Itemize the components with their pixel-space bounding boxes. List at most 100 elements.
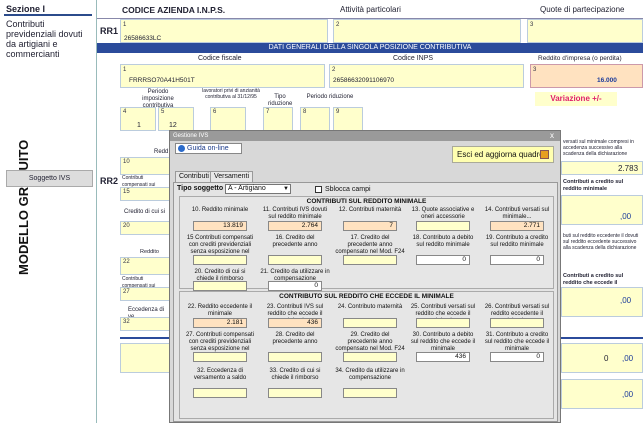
- field-input[interactable]: [343, 318, 397, 328]
- field-label: 11. Contributi IVS dovuti sul reddito mi…: [262, 207, 328, 220]
- reddito-value: 16.000: [597, 77, 617, 84]
- rr2-right-bottom-field-2[interactable]: ,00: [561, 379, 643, 409]
- rr2-right-field-3[interactable]: ,00: [561, 287, 643, 317]
- form-header: CODICE AZIENDA I.N.P.S. Attività partico…: [97, 0, 643, 19]
- sblocca-checkbox[interactable]: [315, 186, 322, 193]
- tipo-soggetto-select[interactable]: A - Artigiano ▼: [225, 184, 291, 194]
- field-label: 24. Contributo maternità: [337, 304, 403, 310]
- field-input[interactable]: [193, 388, 247, 398]
- row-field-8[interactable]: 8: [300, 107, 330, 131]
- field-input[interactable]: [416, 221, 470, 231]
- field-input[interactable]: 0: [490, 255, 544, 265]
- field-label: 33. Credito di cui si chiede il rimborso: [269, 368, 321, 381]
- codice-inps-value: 26586632091106970: [333, 77, 394, 84]
- codice-inps-label: Codice INPS: [393, 55, 434, 62]
- field-input[interactable]: 0: [416, 255, 470, 265]
- field-label: 29. Credito del precedente anno compensa…: [335, 332, 405, 352]
- field-label: 28. Credito del precedente anno: [272, 332, 318, 345]
- field-input[interactable]: 13.819: [193, 221, 247, 231]
- row-field-5[interactable]: 5 12: [158, 107, 194, 131]
- esci-aggiorna-button[interactable]: Esci ed aggiorna quadro: [452, 146, 554, 163]
- periodo-imposizione-label: Periodo imposizione contributiva: [142, 89, 174, 109]
- field-label: 21. Credito da utilizzare in compensazio…: [260, 269, 330, 282]
- rr2-field-32[interactable]: 32: [120, 317, 170, 331]
- row-field-4[interactable]: 4 1: [120, 107, 156, 131]
- field-label: 20. Credito di cui si chiede il rimborso: [194, 269, 246, 282]
- tab-contributi[interactable]: Contributi: [175, 171, 213, 182]
- field-input[interactable]: 436: [416, 352, 470, 362]
- quote-field[interactable]: 3: [527, 19, 643, 43]
- field-input[interactable]: 2.181: [193, 318, 247, 328]
- rr2-field-20[interactable]: 20: [120, 221, 170, 235]
- rr2-left-label-3: Credito di cui si: [124, 209, 166, 215]
- field-input[interactable]: [268, 255, 322, 265]
- rr2-right-field-1[interactable]: 2.783: [561, 161, 643, 175]
- field-label: 19. Contributo a credito sul reddito min…: [485, 235, 549, 248]
- field-input[interactable]: [268, 388, 322, 398]
- attivita-field[interactable]: 2: [333, 19, 521, 43]
- lavoratori-label: lavoratori privi di anzianità contributi…: [202, 88, 260, 100]
- field-input[interactable]: 0: [268, 281, 322, 291]
- codice-azienda-field[interactable]: 1 26586633LC: [120, 19, 328, 43]
- field-input[interactable]: [416, 318, 470, 328]
- rr2-left-column: Redd 10 Contributi compensati sui credit…: [120, 133, 170, 423]
- attivita-label: Attività particolari: [340, 5, 401, 14]
- field-label: 30. Contributo a debito sul reddito che …: [410, 332, 476, 352]
- codice-fiscale-field[interactable]: 1 FRRRSO70A41H501T: [120, 64, 325, 88]
- sidebar: Sezione I Contributi previdenziali dovut…: [0, 0, 97, 423]
- field-label: 14. Contributi versati sul minimale...: [484, 207, 550, 220]
- field-label: 16. Credito del precedente anno: [272, 235, 318, 248]
- field-label: 12. Contributi maternità: [338, 207, 402, 213]
- field-input[interactable]: 436: [268, 318, 322, 328]
- codice-azienda-label: CODICE AZIENDA I.N.P.S.: [122, 5, 226, 15]
- rr2-field-22[interactable]: 22: [120, 257, 170, 275]
- field-input[interactable]: 7: [343, 221, 397, 231]
- field-input[interactable]: [193, 255, 247, 265]
- rr2-field-27[interactable]: 27: [120, 287, 170, 301]
- guida-online-button[interactable]: Guida on-line: [175, 143, 242, 154]
- tab-versamenti[interactable]: Versamenti: [210, 171, 254, 182]
- codice-fiscale-label: Codice fiscale: [198, 55, 242, 62]
- vertical-title: MODELLO GRATUITO: [16, 139, 31, 275]
- field-input[interactable]: 2.771: [490, 221, 544, 231]
- contributi-panel: Tipo soggetto A - Artigiano ▼ Sblocca ca…: [173, 182, 558, 422]
- section1-title: CONTRIBUTI SUL REDDITO MINIMALE: [306, 198, 427, 205]
- rr2-right-text-1: versati sul minimale compresi in acceden…: [563, 139, 634, 157]
- field-input[interactable]: [193, 352, 247, 362]
- field-input[interactable]: [268, 352, 322, 362]
- soggetto-ivs-button[interactable]: Soggetto IVS: [6, 170, 93, 187]
- exit-door-icon: [540, 150, 549, 159]
- rr1-label: RR1: [100, 26, 119, 36]
- field-input[interactable]: 2.764: [268, 221, 322, 231]
- field-label: 34. Credito da utilizzare in compensazio…: [335, 368, 405, 381]
- rr2-right-bottom-field[interactable]: 0 ,00: [561, 343, 643, 373]
- field-input[interactable]: [193, 281, 247, 291]
- row-field-7[interactable]: 7: [263, 107, 293, 131]
- section-subtitle: Contributi previdenziali dovuti da artig…: [6, 19, 83, 59]
- reddito-field[interactable]: 3 16.000: [530, 64, 643, 88]
- rr2-right-column: versati sul minimale compresi in acceden…: [561, 133, 643, 423]
- field-input[interactable]: [343, 352, 397, 362]
- rr2-label: RR2: [100, 176, 119, 186]
- field-input[interactable]: [343, 255, 397, 265]
- rr2-right-divider: [561, 337, 643, 339]
- rr2-bottom-field[interactable]: [120, 343, 170, 373]
- field-input[interactable]: [490, 318, 544, 328]
- dialog-title: Gestione IVS: [170, 131, 560, 141]
- field-label: 32. Eccedenza di versamento a saldo: [193, 368, 247, 381]
- rr2-right-field-2[interactable]: ,00: [561, 195, 643, 225]
- field-input[interactable]: 0: [490, 352, 544, 362]
- rr2-right-text-2: Contributi a credito sul reddito minimal…: [563, 179, 624, 192]
- quote-label: Quote di partecipazione: [540, 5, 625, 14]
- section-divider: [4, 14, 92, 16]
- close-button[interactable]: x: [550, 131, 554, 140]
- field-label: 18. Contributo a debito sul reddito mini…: [412, 235, 474, 248]
- rr2-field-15[interactable]: 15: [120, 187, 170, 201]
- codice-inps-field[interactable]: 2 26586632091106970: [329, 64, 524, 88]
- row-field-9[interactable]: 9: [333, 107, 363, 131]
- section-reddito-minimale: CONTRIBUTI SUL REDDITO MINIMALE 10. Redd…: [179, 196, 554, 291]
- codice-azienda-value: 26586633LC: [124, 35, 162, 42]
- rr2-field-10[interactable]: 10: [120, 157, 170, 175]
- row-field-6[interactable]: 6: [210, 107, 246, 131]
- field-input[interactable]: [343, 388, 397, 398]
